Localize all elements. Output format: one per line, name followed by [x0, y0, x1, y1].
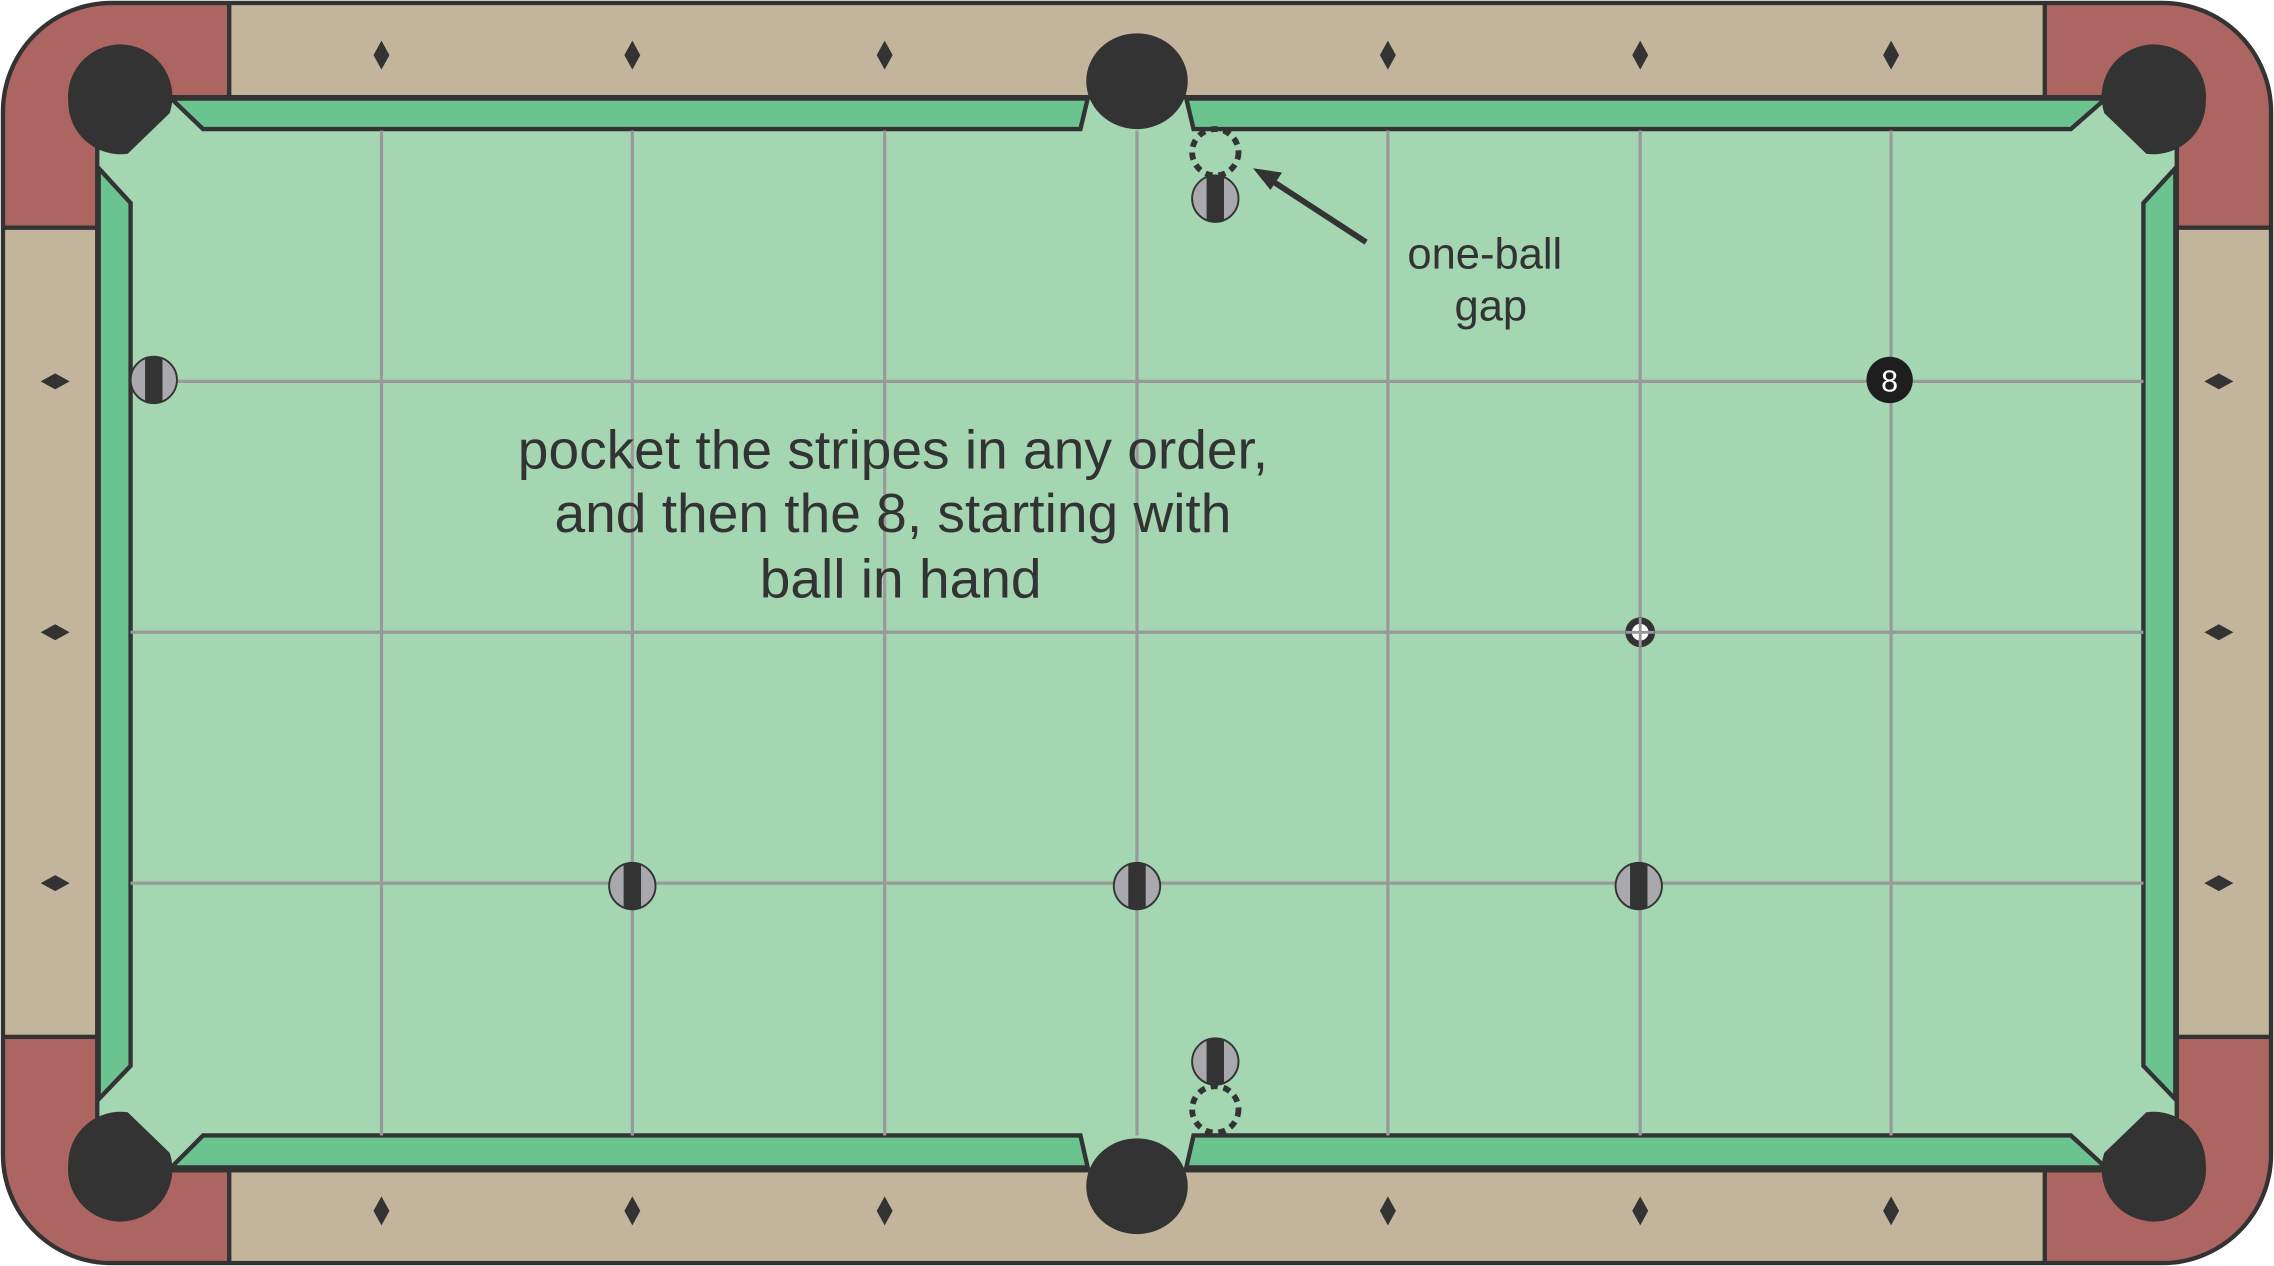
- dashed-ghost-ball-icon: [1189, 126, 1242, 179]
- instruction-line: and then the 8, starting with: [555, 482, 1232, 544]
- annotation-line: gap: [1455, 282, 1528, 330]
- diamond-marker-icon: [40, 373, 70, 390]
- cushion-bottom-left: [165, 1133, 1091, 1170]
- cue-ball: [1625, 617, 1656, 648]
- cushion-bottom-right: [1183, 1133, 2112, 1170]
- diamond-marker-icon: [40, 624, 70, 641]
- diamond-marker-icon: [624, 1196, 641, 1226]
- instruction-line: ball in hand: [760, 547, 1042, 609]
- diamond-marker-icon: [1883, 40, 1900, 70]
- pocket-icon: [67, 1111, 173, 1222]
- cushion-top-right: [1183, 96, 2112, 132]
- diamond-marker-icon: [1379, 1196, 1396, 1226]
- diamond-marker-icon: [1632, 40, 1649, 70]
- pocket-icon: [67, 44, 173, 155]
- instruction-line: pocket the stripes in any order,: [518, 418, 1268, 480]
- diamond-marker-icon: [624, 40, 641, 70]
- striped-ball-icon: [608, 861, 657, 911]
- annotation-line: one-ball: [1407, 230, 1562, 278]
- pocket-icon: [1086, 33, 1188, 130]
- eight-ball-label: 8: [1881, 365, 1898, 399]
- striped-ball-icon: [1112, 861, 1162, 911]
- diamond-marker-icon: [373, 1196, 390, 1226]
- diamond-markers: [40, 40, 2234, 1226]
- striped-ball-icon: [1191, 174, 1240, 223]
- balls: [129, 126, 1663, 1136]
- pockets: [67, 33, 2207, 1235]
- diamond-marker-icon: [1883, 1196, 1900, 1226]
- diamond-marker-icon: [40, 875, 70, 892]
- cushion-right: [2141, 162, 2178, 1105]
- striped-ball-icon: [1614, 861, 1663, 911]
- pocket-icon: [1086, 1138, 1188, 1235]
- eight-ball-icon: [1866, 356, 1913, 404]
- table-grid: [130, 130, 2144, 1136]
- annotation-text: one-ball gap: [1407, 230, 1574, 330]
- cushion-top-left: [165, 96, 1091, 132]
- striped-ball-icon: [129, 355, 178, 405]
- diamond-marker-icon: [876, 40, 893, 70]
- striped-ball-icon: [1191, 1037, 1240, 1086]
- instruction-text: pocket the stripes in any order, and the…: [518, 418, 1284, 609]
- pocket-icon: [2101, 1111, 2207, 1222]
- eight-ball: 8: [1866, 356, 1913, 404]
- diamond-marker-icon: [1632, 1196, 1649, 1226]
- diamond-marker-icon: [373, 40, 390, 70]
- dashed-ghost-ball-icon: [1189, 1083, 1242, 1136]
- pocket-icon: [2101, 44, 2207, 155]
- diamond-marker-icon: [876, 1196, 893, 1226]
- cushions: [96, 96, 2178, 1170]
- arrow-icon: [1253, 168, 1368, 245]
- cushion-left: [96, 162, 133, 1105]
- diamond-marker-icon: [1379, 40, 1396, 70]
